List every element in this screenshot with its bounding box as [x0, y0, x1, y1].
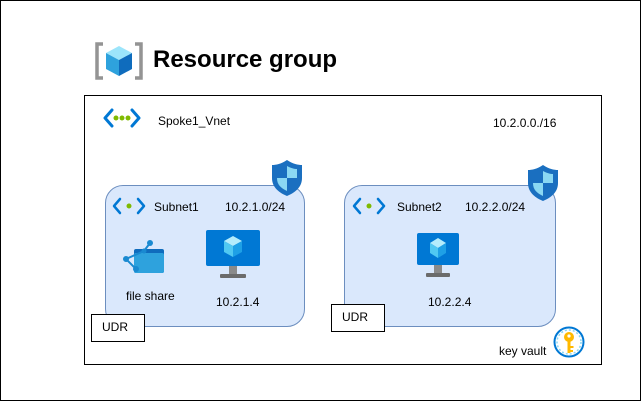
subnet1-vm-icon — [206, 230, 260, 278]
subnet2-udr: UDR — [331, 304, 385, 332]
resource-group-cube-icon — [95, 42, 143, 80]
subnet1-cidr: 10.2.1.0/24 — [225, 200, 286, 214]
subnet1-vm-ip: 10.2.1.4 — [216, 295, 260, 309]
vnet-icon — [103, 108, 141, 128]
subnet2-cidr: 10.2.2.0/24 — [465, 200, 526, 214]
vnet-name: Spoke1_Vnet — [158, 114, 231, 128]
vnet-cidr: 10.2.0.0./16 — [493, 116, 557, 130]
subnet1-name: Subnet1 — [154, 200, 199, 214]
subnet2-nsg-shield-icon — [528, 165, 558, 201]
subnet2-vm-icon — [417, 233, 459, 277]
file-share-label: file share — [126, 289, 175, 303]
subnet2-vm-ip: 10.2.2.4 — [428, 295, 472, 309]
subnet1-icon — [112, 197, 146, 215]
file-share-icon — [123, 240, 164, 273]
subnet2-icon — [352, 197, 386, 215]
subnet1-udr: UDR — [91, 314, 145, 342]
resource-group-title: Resource group — [153, 46, 338, 73]
key-vault-icon — [553, 326, 585, 358]
subnet1-nsg-shield-icon — [272, 160, 302, 196]
key-vault-label: key vault — [499, 344, 547, 358]
subnet2-name: Subnet2 — [397, 200, 442, 214]
